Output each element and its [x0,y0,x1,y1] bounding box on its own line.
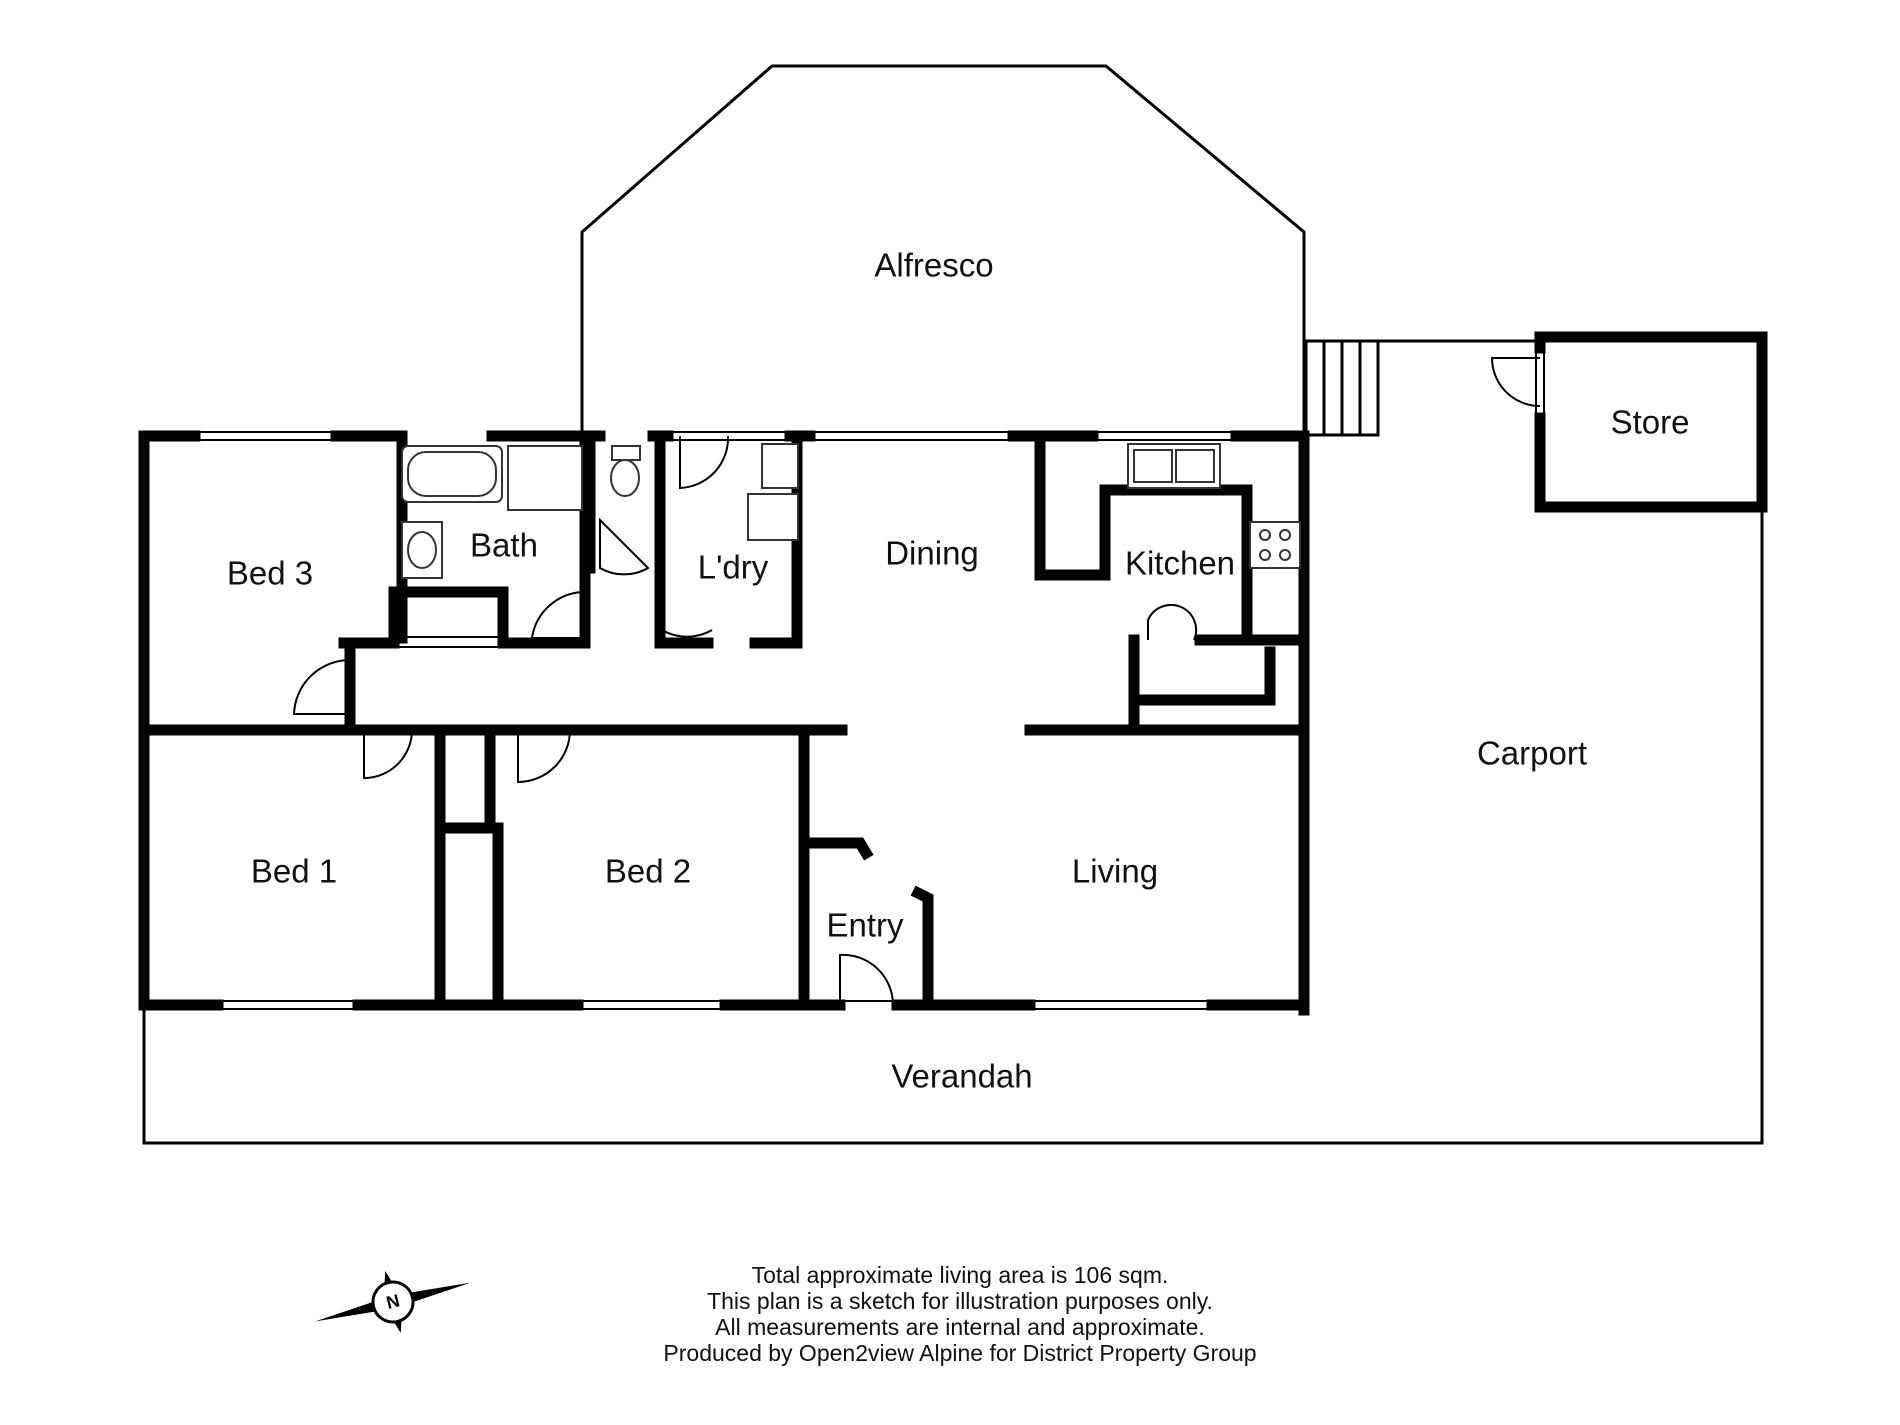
room-label-dining: Dining [885,535,979,572]
room-label-living: Living [1072,853,1158,890]
room-label-verandah: Verandah [891,1058,1032,1095]
compass-icon: N [315,1270,471,1334]
store-walls [1490,331,1768,513]
room-label-bed1: Bed 1 [251,853,337,890]
windows [195,431,1236,1010]
bathroom-fixtures [401,445,641,579]
room-label-bed3: Bed 3 [227,555,313,592]
room-label-laundry: L'dry [698,549,769,586]
kitchen-fixtures [1127,443,1301,569]
note-measurements: All measurements are internal and approx… [715,1314,1205,1340]
door-swings [292,435,1198,1006]
internal-walls [138,430,1310,1011]
room-label-alfresco: Alfresco [874,247,993,284]
note-living-area: Total approximate living area is 106 sqm… [752,1262,1169,1288]
sliding-doors [397,636,503,1000]
laundry-fixtures [747,443,799,541]
alfresco-outline [580,64,1306,432]
room-label-bath: Bath [470,527,538,564]
compass-label: N [384,1290,401,1313]
room-label-carport: Carport [1477,735,1587,772]
alfresco-steps [1304,339,1380,437]
note-producer: Produced by Open2view Alpine for Distric… [663,1340,1256,1366]
note-sketch-disclaimer: This plan is a sketch for illustration p… [707,1288,1213,1314]
room-label-store: Store [1611,404,1690,441]
room-label-entry: Entry [826,907,904,944]
room-label-kitchen: Kitchen [1125,545,1235,582]
room-label-bed2: Bed 2 [605,853,691,890]
